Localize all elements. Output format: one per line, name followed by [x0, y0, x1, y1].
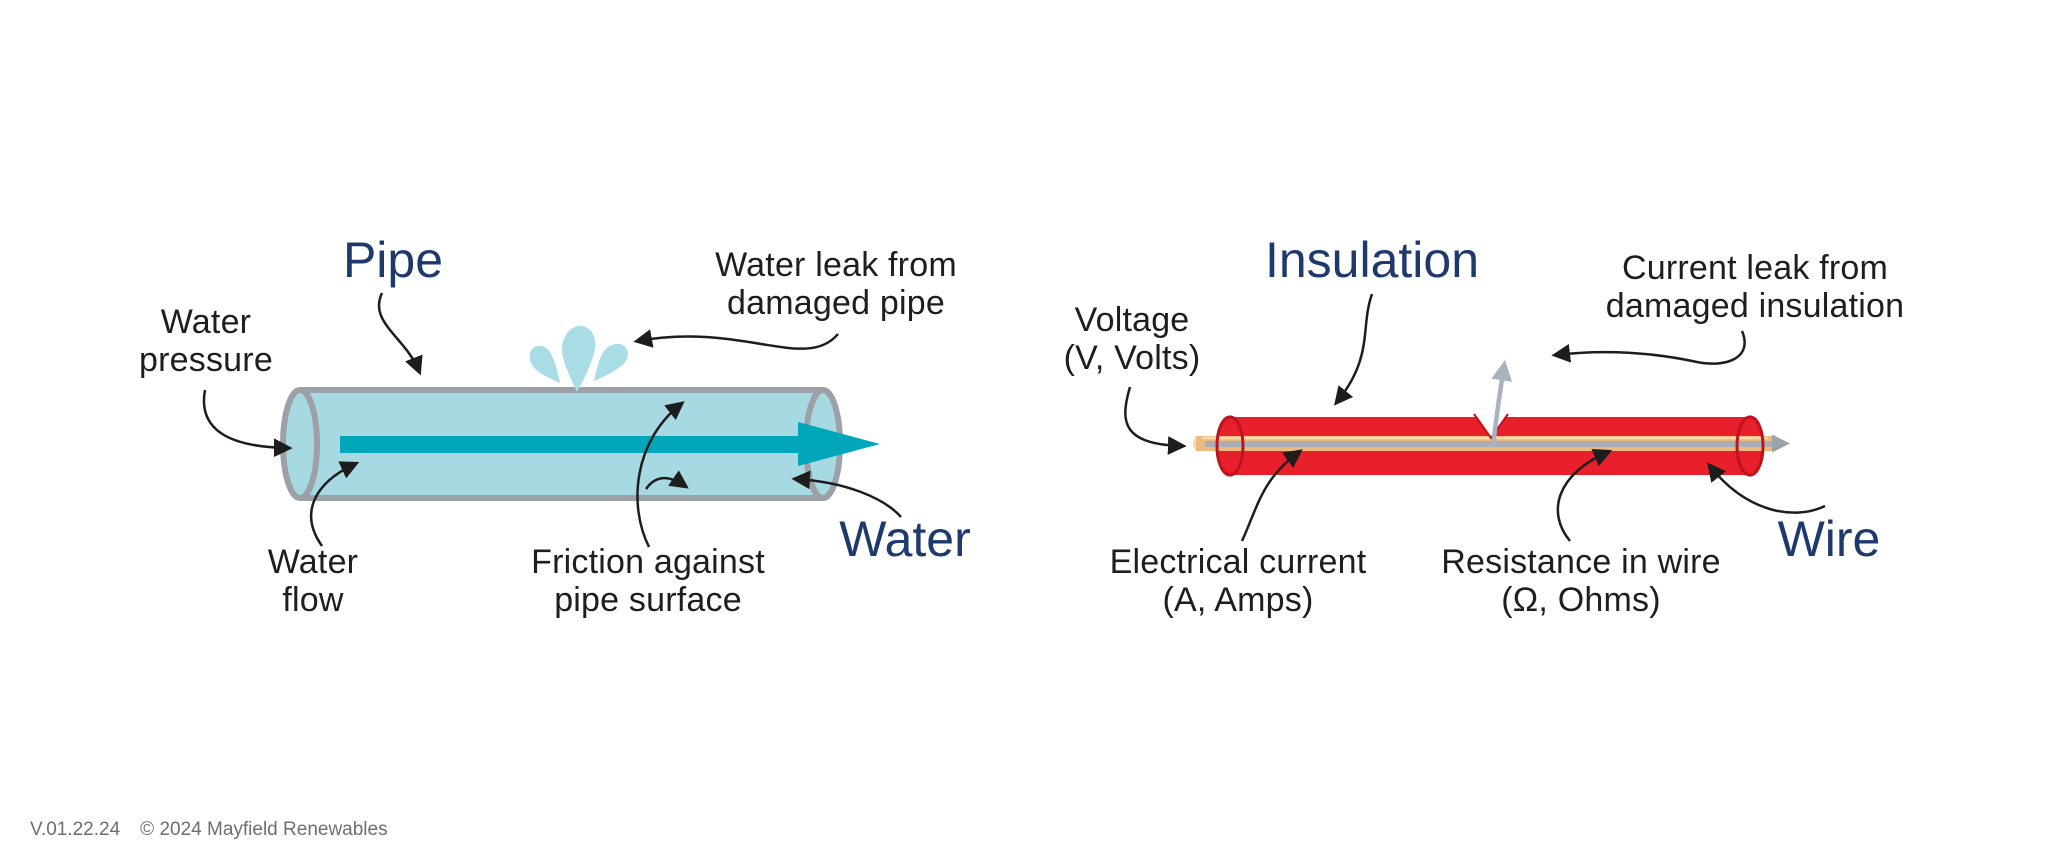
resistance-label: Resistance in wire (Ω, Ohms) — [1401, 543, 1761, 619]
electrical-current-line1: Electrical current — [1109, 543, 1367, 581]
resistance-line1: Resistance in wire — [1441, 543, 1721, 581]
wire-title: Wire — [1777, 511, 1881, 567]
insulation-title: Insulation — [1264, 232, 1480, 288]
friction-pointer-arrow-lower — [644, 470, 689, 490]
current-leak-pointer-arrow — [1551, 330, 1746, 365]
voltage-line1: Voltage — [1074, 301, 1190, 339]
electrical-current-label: Electrical current (A, Amps) — [1058, 543, 1418, 619]
friction-line2: pipe surface — [554, 581, 742, 619]
footer-version: V.01.22.24 — [30, 819, 121, 840]
footer: V.01.22.24 © 2024 Mayfield Renewables — [30, 818, 388, 842]
pipe-title: Pipe — [342, 232, 444, 288]
water-leak-pointer-arrow — [633, 329, 839, 350]
wire-pointer-arrow — [1707, 462, 1826, 514]
voltage-pointer-arrow — [1124, 386, 1187, 455]
water-pressure-line1: Water — [160, 303, 252, 341]
current-leak-label: Current leak from damaged insulation — [1565, 249, 1945, 325]
annotation-arrows — [202, 292, 1826, 548]
resistance-pointer-arrow — [1556, 448, 1613, 542]
friction-label: Friction against pipe surface — [478, 543, 818, 619]
current-leak-line1: Current leak from — [1621, 249, 1889, 287]
water-flow-label: Water flow — [213, 543, 413, 619]
friction-line1: Friction against — [531, 543, 765, 581]
water-droplets-icon — [529, 325, 628, 392]
voltage-label: Voltage (V, Volts) — [1012, 301, 1252, 377]
electrical-current-pointer-arrow — [1240, 449, 1303, 542]
voltage-line2: (V, Volts) — [1063, 339, 1201, 377]
resistance-line2: (Ω, Ohms) — [1501, 581, 1661, 619]
water-leak-line1: Water leak from — [715, 246, 957, 284]
water-flow-line1: Water — [267, 543, 359, 581]
current-leak-line2: damaged insulation — [1605, 287, 1905, 325]
wire-graphic — [1193, 413, 1790, 477]
pipe-pointer-arrow — [377, 292, 423, 376]
water-pointer-arrow — [791, 470, 902, 518]
insulation-pointer-arrow — [1334, 293, 1374, 406]
water-flow-arrow-graphic — [340, 422, 880, 466]
water-pressure-label: Water pressure — [86, 303, 326, 379]
water-flow-line2: flow — [282, 581, 344, 619]
electrical-current-line2: (A, Amps) — [1162, 581, 1314, 619]
water-leak-line2: damaged pipe — [727, 284, 945, 322]
footer-copyright: © 2024 Mayfield Renewables — [140, 819, 388, 840]
water-flow-pointer-arrow — [310, 461, 360, 547]
friction-pointer-arrow-upper — [636, 401, 685, 548]
current-leak-arrow-graphic — [1490, 359, 1513, 447]
water-pressure-pointer-arrow — [202, 389, 293, 458]
water-leak-label: Water leak from damaged pipe — [666, 246, 1006, 322]
water-pressure-line2: pressure — [139, 341, 273, 379]
water-title: Water — [839, 511, 971, 567]
insulation-notch — [1474, 414, 1508, 438]
